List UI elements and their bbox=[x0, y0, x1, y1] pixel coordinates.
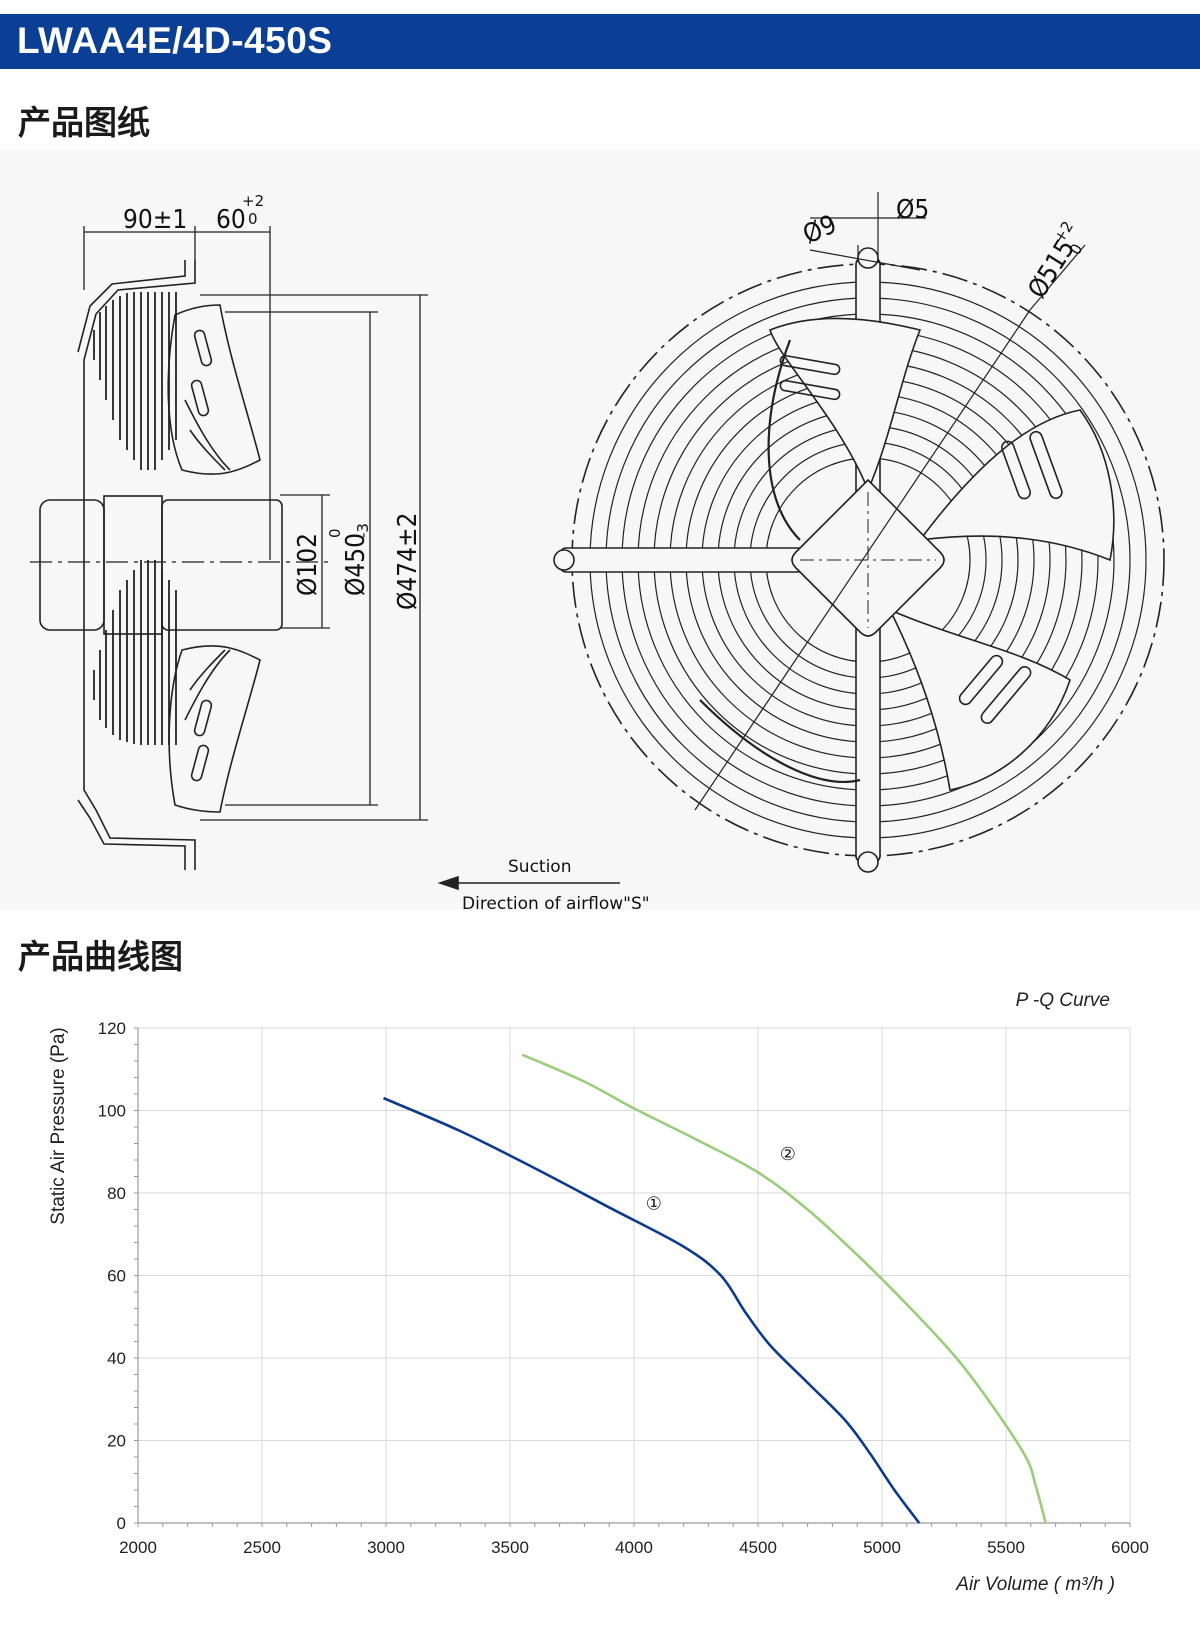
dim-60-tol-lower: 0 bbox=[248, 210, 258, 228]
y-tick-label: 100 bbox=[98, 1102, 126, 1121]
airflow-direction-label: Direction of airflow"S" bbox=[462, 894, 650, 910]
chart-minor-ticks bbox=[134, 1027, 1131, 1527]
front-view bbox=[553, 192, 1165, 873]
curve-section-heading: 产品曲线图 bbox=[18, 937, 183, 976]
technical-drawing-panel: 90±1 60 +2 0 Ø102 Ø450 0 -3 Ø474±2 Ø5 Ø9… bbox=[0, 150, 1200, 910]
y-tick-label: 40 bbox=[107, 1349, 126, 1368]
x-tick-label: 3000 bbox=[367, 1538, 405, 1557]
technical-drawing: 90±1 60 +2 0 Ø102 Ø450 0 -3 Ø474±2 Ø5 Ø9… bbox=[30, 192, 1165, 910]
dim-90-label: 90±1 bbox=[123, 205, 187, 235]
front-blade-right bbox=[918, 409, 1115, 562]
side-dimension-lines bbox=[83, 226, 428, 821]
dim-60-tol-upper: +2 bbox=[242, 192, 264, 210]
series-label-1: ① bbox=[646, 1194, 662, 1215]
series-line-1 bbox=[383, 1096, 921, 1524]
diameter-line bbox=[694, 309, 1031, 811]
chart-series bbox=[383, 1053, 1047, 1524]
chart-grid bbox=[137, 1027, 1131, 1524]
dim-9-label: Ø9 bbox=[799, 209, 842, 250]
side-view bbox=[30, 226, 428, 870]
dim-450-tol-upper: 0 bbox=[326, 528, 344, 538]
front-blade-bottom bbox=[888, 608, 1071, 791]
side-guard-rings bbox=[93, 292, 177, 745]
y-axis-title: Static Air Pressure (Pa) bbox=[48, 1027, 69, 1224]
dim-102-label: Ø102 bbox=[293, 533, 323, 596]
x-tick-label: 2500 bbox=[243, 1538, 281, 1557]
x-tick-label: 2000 bbox=[119, 1538, 157, 1557]
x-axis-title: Air Volume ( m³/h ) bbox=[955, 1574, 1115, 1595]
side-blade-top bbox=[167, 304, 261, 475]
series-line-2 bbox=[521, 1053, 1047, 1524]
dim-5-label: Ø5 bbox=[896, 195, 929, 225]
y-tick-labels: 0 20 40 60 80 100 120 bbox=[98, 1019, 126, 1533]
y-tick-label: 20 bbox=[107, 1432, 126, 1451]
x-tick-label: 3500 bbox=[491, 1538, 529, 1557]
x-tick-label: 4500 bbox=[739, 1538, 777, 1557]
motor-body bbox=[39, 499, 105, 631]
y-tick-label: 80 bbox=[107, 1184, 126, 1203]
fan-hub bbox=[161, 499, 283, 631]
horizontal-support-bar bbox=[559, 547, 805, 573]
dim-60-label: 60 bbox=[216, 205, 246, 235]
dim-474-label: Ø474±2 bbox=[393, 512, 423, 610]
suction-label: Suction bbox=[508, 857, 571, 877]
y-tick-label: 120 bbox=[98, 1019, 126, 1038]
x-tick-label: 6000 bbox=[1111, 1538, 1149, 1557]
x-tick-label: 5000 bbox=[863, 1538, 901, 1557]
x-tick-label: 5500 bbox=[987, 1538, 1025, 1557]
model-header: LWAA4E/4D-450S bbox=[0, 14, 1200, 69]
drawing-section-heading: 产品图纸 bbox=[18, 103, 150, 142]
airflow-arrowhead bbox=[437, 875, 459, 891]
pq-curve-chart: 2000 2500 3000 3500 4000 4500 5000 5500 6000 0 20… bbox=[48, 990, 1149, 1595]
x-tick-labels: 2000 2500 3000 3500 4000 4500 5000 5500 6000 bbox=[119, 1538, 1149, 1557]
side-blade-slots bbox=[190, 329, 213, 782]
front-blade-slots bbox=[779, 354, 1063, 725]
y-tick-label: 60 bbox=[107, 1267, 126, 1286]
model-title: LWAA4E/4D-450S bbox=[17, 20, 333, 61]
front-blade-top bbox=[769, 317, 922, 493]
chart-title: P -Q Curve bbox=[1016, 990, 1110, 1011]
series-label-2: ② bbox=[780, 1144, 796, 1165]
side-blade-bottom bbox=[168, 645, 261, 813]
x-tick-label: 4000 bbox=[615, 1538, 653, 1557]
y-tick-label: 0 bbox=[117, 1514, 126, 1533]
dim-450-tol-lower: -3 bbox=[354, 523, 372, 538]
dim-450-label: Ø450 bbox=[341, 533, 371, 596]
series-labels: ①② bbox=[646, 1144, 796, 1215]
